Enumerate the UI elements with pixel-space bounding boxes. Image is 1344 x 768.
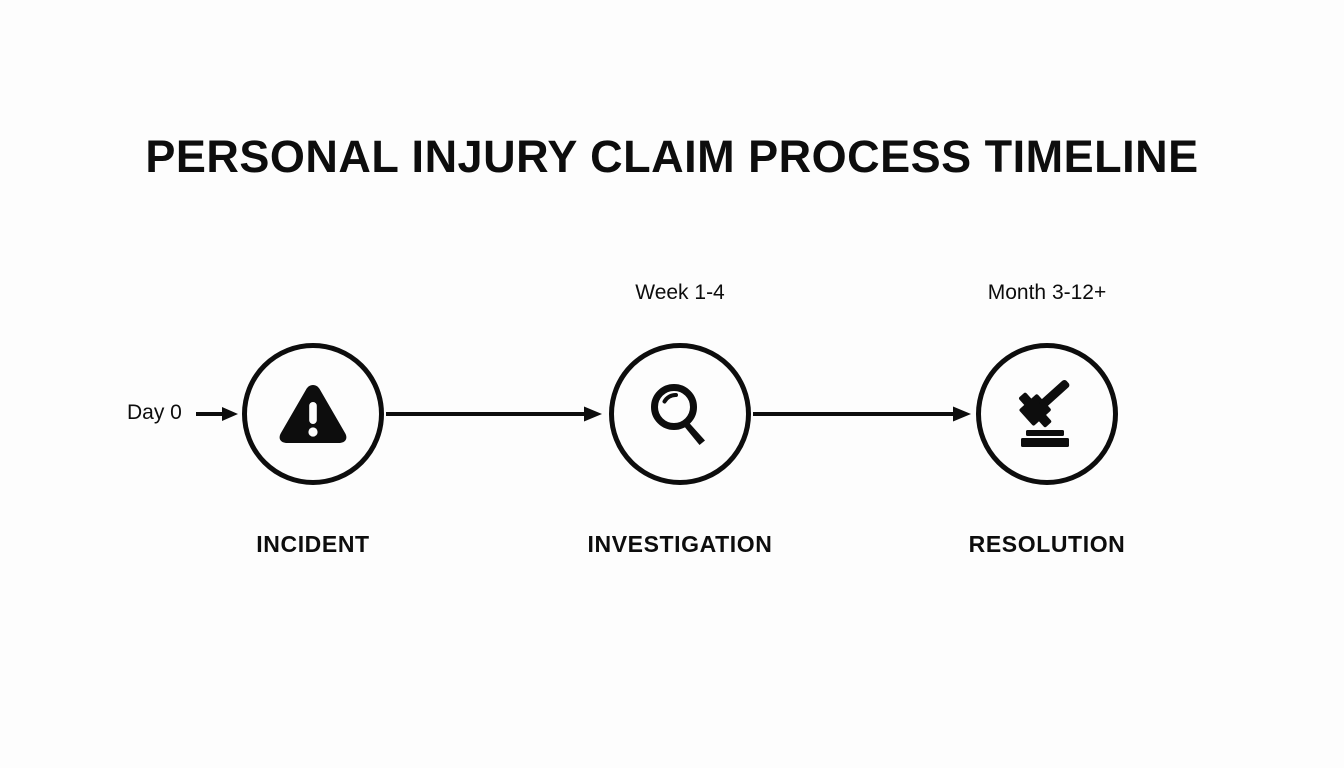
gavel-icon [1009, 376, 1085, 452]
page-title: PERSONAL INJURY CLAIM PROCESS TIMELINE [145, 131, 1199, 182]
stage-node-incident[interactable]: INCIDENT [242, 343, 384, 557]
magnifying-glass-icon [642, 376, 718, 452]
stage-circle [609, 343, 751, 485]
stage-caption: Week 1-4 [635, 281, 725, 304]
stage-label-resolution: RESOLUTION [968, 531, 1126, 557]
connector-investigation-to-resolution [753, 400, 971, 428]
stage-caption: Month 3-12+ [987, 281, 1107, 304]
stage-node-resolution[interactable]: Month 3-12+ RESOLUTION [969, 281, 1125, 557]
connector-incident-to-investigation [386, 400, 602, 428]
entry-time-label: Day 0 [127, 401, 182, 424]
stage-label-incident: INCIDENT [256, 531, 370, 557]
arrow-right-icon [196, 400, 238, 428]
stage-label-investigation: INVESTIGATION [587, 531, 773, 557]
warning-triangle-icon [275, 376, 351, 452]
stage-node-investigation[interactable]: Week 1-4 INVESTIGATION [588, 281, 772, 557]
